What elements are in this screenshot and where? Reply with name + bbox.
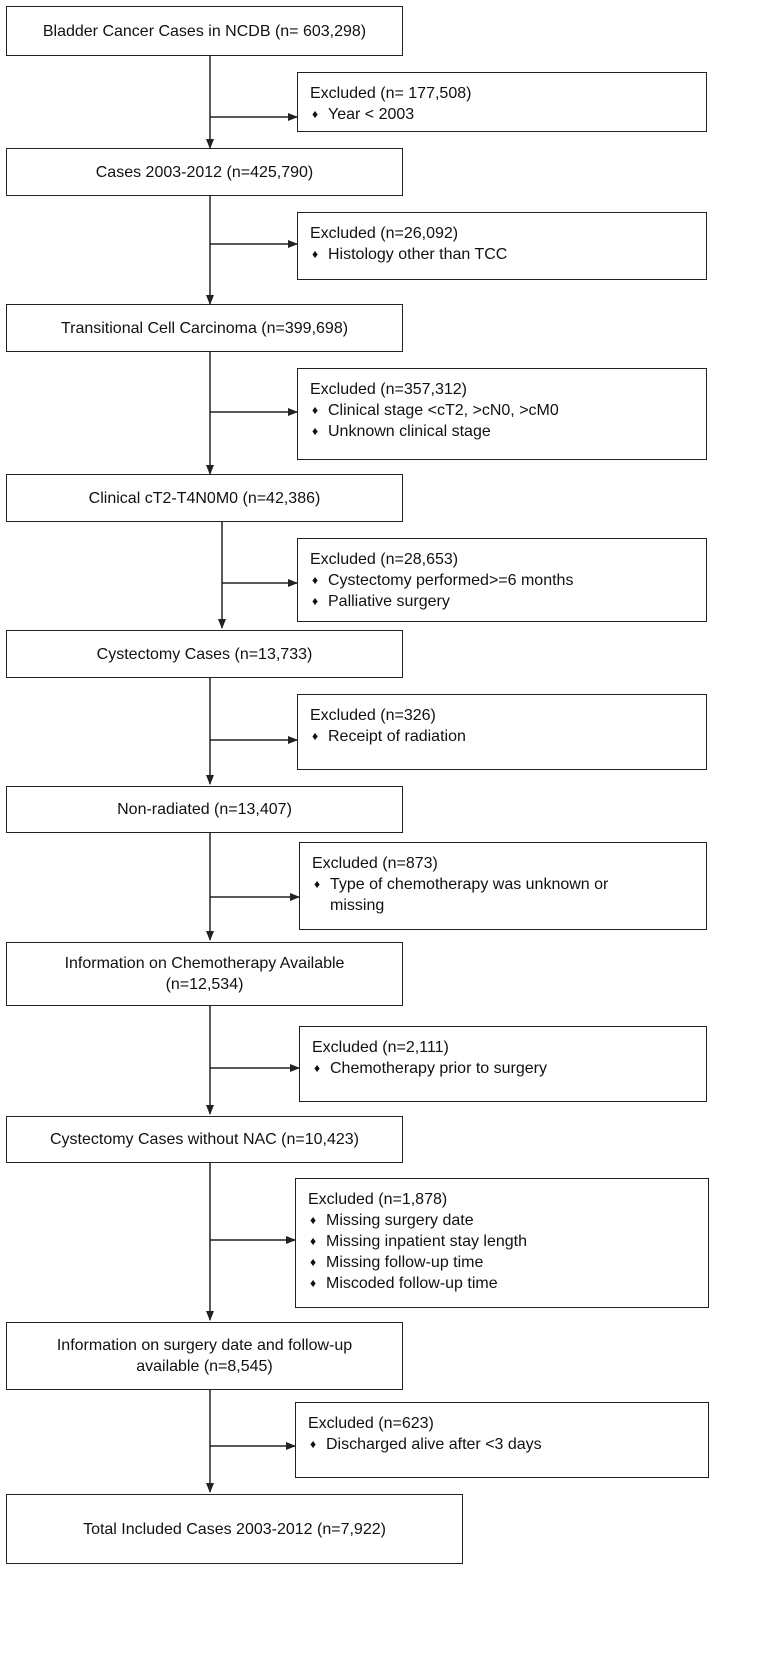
exclusion-item: Miscoded follow-up time [308,1273,698,1294]
exclusion-box-1: Excluded (n= 177,508) Year < 2003 [297,72,707,132]
exclusion-item: Receipt of radiation [310,726,696,747]
main-box-3: Transitional Cell Carcinoma (n=399,698) [6,304,403,352]
exclusion-box-5-list: Receipt of radiation [310,726,696,747]
exclusion-box-6-title: Excluded (n=873) [312,855,438,872]
exclusion-box-4: Excluded (n=28,653) Cystectomy performed… [297,538,707,622]
exclusion-box-2-title: Excluded (n=26,092) [310,225,459,242]
exclusion-item: Year < 2003 [310,104,696,125]
exclusion-item: Cystectomy performed>=6 months [310,570,696,591]
main-box-8: Cystectomy Cases without NAC (n=10,423) [6,1116,403,1163]
exclusion-item: Chemotherapy prior to surgery [312,1058,696,1079]
exclusion-box-7-title: Excluded (n=2,111) [312,1039,449,1056]
exclusion-box-6: Excluded (n=873) Type of chemotherapy wa… [299,842,707,930]
exclusion-box-4-list: Cystectomy performed>=6 months Palliativ… [310,570,696,612]
main-box-6: Non-radiated (n=13,407) [6,786,403,833]
exclusion-box-5-title: Excluded (n=326) [310,707,436,724]
exclusion-item: Unknown clinical stage [310,421,696,442]
main-box-2: Cases 2003-2012 (n=425,790) [6,148,403,196]
exclusion-box-6-list: Type of chemotherapy was unknown or miss… [312,874,652,916]
exclusion-box-8-title: Excluded (n=1,878) [308,1191,448,1208]
main-box-7: Information on Chemotherapy Available (n… [6,942,403,1006]
main-box-8-text: Cystectomy Cases without NAC (n=10,423) [49,1131,359,1148]
exclusion-item: Clinical stage <cT2, >cN0, >cM0 [310,400,696,421]
exclusion-box-7: Excluded (n=2,111) Chemotherapy prior to… [299,1026,707,1102]
exclusion-box-1-title: Excluded (n= 177,508) [310,85,472,102]
main-box-4: Clinical cT2-T4N0M0 (n=42,386) [6,474,403,522]
exclusion-box-8-list: Missing surgery date Missing inpatient s… [308,1210,698,1294]
exclusion-box-9: Excluded (n=623) Discharged alive after … [295,1402,709,1478]
exclusion-item: Missing surgery date [308,1210,698,1231]
exclusion-box-9-list: Discharged alive after <3 days [308,1434,698,1455]
main-box-10-text: Total Included Cases 2003-2012 (n=7,922) [83,1520,386,1538]
exclusion-box-8: Excluded (n=1,878) Missing surgery date … [295,1178,709,1308]
exclusion-item: Type of chemotherapy was unknown or miss… [312,874,652,916]
exclusion-item: Histology other than TCC [310,244,696,265]
main-box-5-text: Cystectomy Cases (n=13,733) [96,645,313,663]
exclusion-box-3-title: Excluded (n=357,312) [310,381,467,398]
exclusion-box-3: Excluded (n=357,312) Clinical stage <cT2… [297,368,707,460]
exclusion-box-4-title: Excluded (n=28,653) [310,551,459,568]
exclusion-item: Missing follow-up time [308,1252,698,1273]
main-box-9-text: Information on surgery date and follow-u… [56,1337,353,1375]
main-box-10: Total Included Cases 2003-2012 (n=7,922) [6,1494,463,1564]
exclusion-box-5: Excluded (n=326) Receipt of radiation [297,694,707,770]
main-box-3-text: Transitional Cell Carcinoma (n=399,698) [60,319,349,337]
main-box-2-text: Cases 2003-2012 (n=425,790) [95,163,314,181]
main-box-1-text: Bladder Cancer Cases in NCDB (n= 603,298… [42,22,367,40]
main-box-6-text: Non-radiated (n=13,407) [117,801,292,818]
exclusion-item: Missing inpatient stay length [308,1231,698,1252]
main-box-5: Cystectomy Cases (n=13,733) [6,630,403,678]
exclusion-box-7-list: Chemotherapy prior to surgery [312,1058,696,1079]
exclusion-box-3-list: Clinical stage <cT2, >cN0, >cM0 Unknown … [310,400,696,442]
main-box-4-text: Clinical cT2-T4N0M0 (n=42,386) [88,489,321,507]
exclusion-box-9-title: Excluded (n=623) [308,1415,434,1432]
main-box-7-text: Information on Chemotherapy Available (n… [64,955,345,993]
exclusion-item: Discharged alive after <3 days [308,1434,698,1455]
exclusion-box-1-list: Year < 2003 [310,104,696,125]
exclusion-box-2-list: Histology other than TCC [310,244,696,265]
exclusion-item: Palliative surgery [310,591,696,612]
exclusion-box-2: Excluded (n=26,092) Histology other than… [297,212,707,280]
main-box-1: Bladder Cancer Cases in NCDB (n= 603,298… [6,6,403,56]
main-box-9: Information on surgery date and follow-u… [6,1322,403,1390]
